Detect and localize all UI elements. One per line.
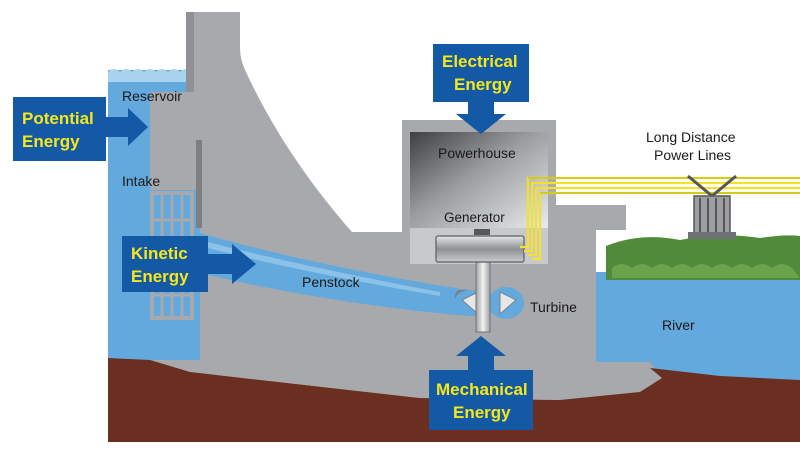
label-intake: Intake — [122, 173, 160, 189]
electrical-energy-badge: Electrical Energy — [433, 44, 529, 102]
kinetic-energy-badge: Kinetic Energy — [122, 236, 208, 292]
svg-text:Energy: Energy — [22, 132, 80, 151]
label-power-lines-1: Long Distance — [646, 129, 736, 145]
power-lines-outline — [528, 177, 800, 194]
grass-texture — [612, 264, 800, 278]
label-turbine: Turbine — [530, 299, 577, 315]
label-power-lines-2: Power Lines — [654, 147, 731, 163]
svg-text:Energy: Energy — [454, 75, 512, 94]
arrow-down-icon — [456, 102, 506, 134]
dam-face-shade — [186, 12, 194, 92]
potential-energy-badge: Potential Energy — [13, 97, 106, 161]
svg-text:Kinetic: Kinetic — [131, 244, 188, 263]
arrow-up-icon — [456, 336, 506, 370]
svg-text:Potential: Potential — [22, 109, 94, 128]
penstock-highlight — [200, 240, 440, 296]
generator-shaft — [475, 261, 491, 333]
generator — [435, 235, 525, 263]
svg-text:Mechanical: Mechanical — [436, 380, 528, 399]
svg-text:Energy: Energy — [131, 267, 189, 286]
transformer-icon — [687, 174, 737, 239]
generator-top-cap — [474, 229, 490, 235]
label-river: River — [662, 317, 695, 333]
svg-text:Electrical: Electrical — [442, 52, 518, 71]
intake-gate-rod — [196, 140, 202, 228]
arrow-right-icon — [208, 244, 256, 284]
label-generator: Generator — [444, 210, 505, 225]
label-reservoir: Reservoir — [122, 88, 182, 104]
dam-body — [150, 12, 662, 400]
svg-text:Energy: Energy — [453, 403, 511, 422]
mechanical-energy-badge: Mechanical Energy — [429, 370, 533, 430]
label-powerhouse: Powerhouse — [438, 145, 516, 161]
powerhouse-room — [410, 132, 548, 228]
label-penstock: Penstock — [302, 274, 361, 290]
arrow-right-icon — [106, 108, 148, 146]
